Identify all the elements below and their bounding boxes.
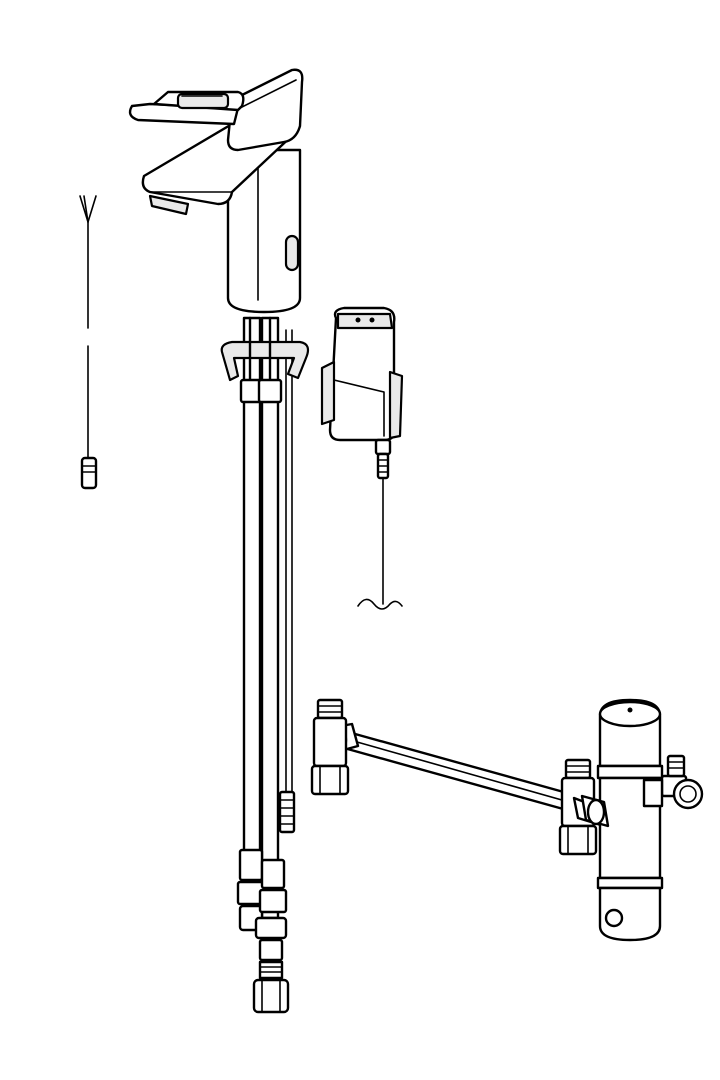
thermostatic-mixer <box>580 698 704 942</box>
stop-valve-left <box>310 698 350 796</box>
connection-cable <box>79 195 98 490</box>
connection-pipe <box>328 722 580 814</box>
flex-hoses <box>220 316 310 1014</box>
sensor-control-box <box>320 306 404 610</box>
basin-faucet <box>128 68 304 314</box>
